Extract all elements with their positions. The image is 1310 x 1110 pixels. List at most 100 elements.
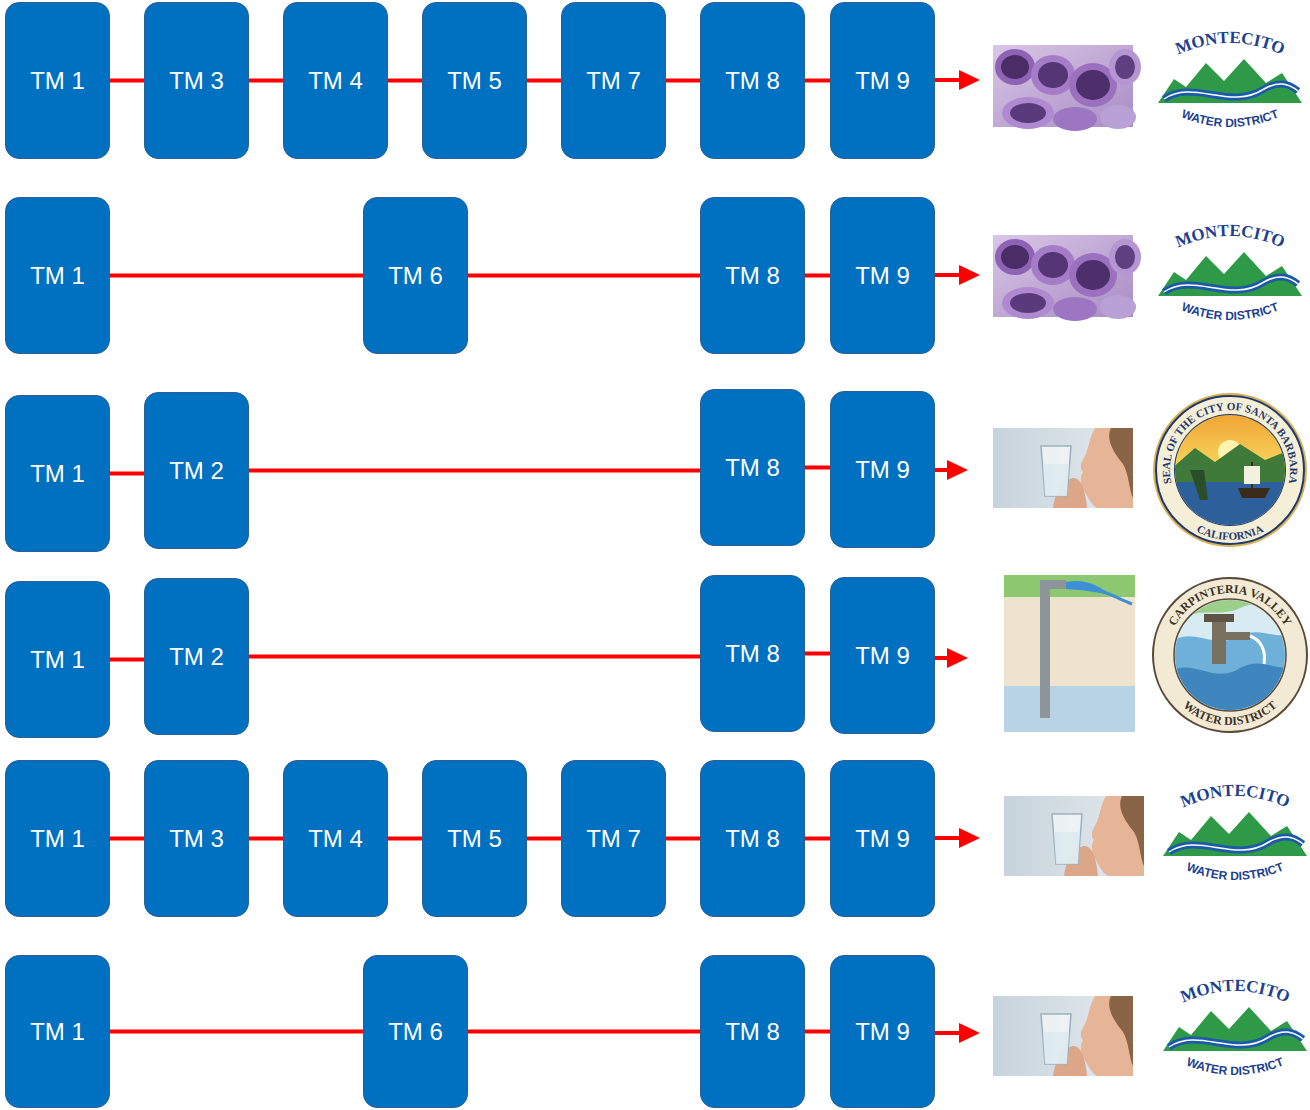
process-box: TM 7	[561, 760, 666, 917]
well-illustration	[1004, 575, 1135, 732]
box-label: TM 1	[30, 262, 85, 290]
pipes-photo	[993, 45, 1141, 131]
process-box: TM 9	[830, 2, 935, 159]
box-label: TM 7	[586, 825, 641, 853]
flow-connector	[388, 79, 422, 83]
flow-connector	[388, 837, 422, 841]
box-label: TM 3	[169, 825, 224, 853]
process-box: TM 7	[561, 2, 666, 159]
logo-text-line: WATER DISTRICT	[1185, 1054, 1286, 1078]
box-label: TM 1	[30, 67, 85, 95]
montecito-logo	[1163, 812, 1307, 856]
logo-text: CALIFORNIA	[1195, 522, 1265, 542]
box-label: TM 5	[447, 825, 502, 853]
logo-text-line: MONTECITO	[1173, 221, 1288, 251]
box-label: TM 8	[725, 454, 780, 482]
process-box: TM 8	[700, 197, 805, 354]
process-box: TM 8	[700, 2, 805, 159]
box-label: TM 8	[725, 825, 780, 853]
logo-text: WATER DISTRICT	[1185, 859, 1286, 883]
process-box: TM 1	[5, 581, 110, 738]
logo-text-line: WATER DISTRICT	[1185, 859, 1286, 883]
montecito-logo	[1158, 59, 1302, 103]
logo-text-line: WATER DISTRICT	[1180, 299, 1281, 323]
santa-barbara-seal	[1153, 393, 1307, 547]
logo-text: WATER DISTRICT	[1181, 698, 1280, 728]
flow-connector	[805, 79, 830, 83]
logo-text-line: WATER DISTRICT	[1180, 106, 1281, 130]
box-label: TM 3	[169, 67, 224, 95]
flow-connector	[110, 1030, 363, 1034]
drinking-photo	[1004, 796, 1144, 876]
flow-connector	[805, 1030, 830, 1034]
logo-text: MONTECITO	[1173, 28, 1288, 58]
process-box: TM 8	[700, 575, 805, 732]
process-box: TM 5	[422, 760, 527, 917]
logo-text: MONTECITO	[1178, 976, 1293, 1006]
logo-text: SEAL OF THE CITY OF SANTA BARBARA	[1160, 400, 1300, 485]
process-box: TM 8	[700, 760, 805, 917]
flow-connector	[249, 837, 283, 841]
logo-text-line: CARPINTERIA VALLEY	[1165, 582, 1294, 628]
output-arrow	[935, 70, 980, 1043]
process-box: TM 1	[5, 197, 110, 354]
flow-connector	[110, 79, 144, 83]
process-box: TM 9	[830, 955, 935, 1108]
box-label: TM 8	[725, 262, 780, 290]
box-label: TM 1	[30, 825, 85, 853]
flow-connector	[110, 658, 144, 662]
logo-text-line: MONTECITO	[1178, 781, 1293, 811]
box-label: TM 1	[30, 1018, 85, 1046]
flow-connector	[666, 837, 700, 841]
flow-connector	[110, 472, 144, 476]
logo-text: MONTECITO	[1173, 221, 1288, 251]
box-label: TM 5	[447, 67, 502, 95]
flow-connector	[527, 837, 561, 841]
montecito-logo	[1163, 1007, 1307, 1051]
box-label: TM 2	[169, 457, 224, 485]
box-label: TM 8	[725, 67, 780, 95]
box-label: TM 8	[725, 640, 780, 668]
carpinteria-seal	[1153, 578, 1307, 732]
logo-text: WATER DISTRICT	[1185, 1054, 1286, 1078]
box-label: TM 2	[169, 643, 224, 671]
flow-connector	[527, 79, 561, 83]
box-label: TM 7	[586, 67, 641, 95]
box-label: TM 6	[388, 1018, 443, 1046]
logo-text-line: MONTECITO	[1178, 976, 1293, 1006]
logo-text-line: SEAL OF THE CITY OF SANTA BARBARA	[1160, 400, 1300, 485]
box-label: TM 1	[30, 646, 85, 674]
logo-text-line: WATER DISTRICT	[1181, 698, 1280, 728]
process-box: TM 4	[283, 2, 388, 159]
box-label: TM 4	[308, 825, 363, 853]
box-label: TM 1	[30, 460, 85, 488]
process-box: TM 9	[830, 760, 935, 917]
process-box: TM 9	[830, 577, 935, 734]
flow-connector	[110, 837, 144, 841]
drinking-photo	[993, 428, 1133, 508]
box-label: TM 9	[855, 1018, 910, 1046]
process-box: TM 6	[363, 197, 468, 354]
pipes-photo	[993, 235, 1141, 321]
flow-connector	[249, 469, 700, 473]
process-box: TM 2	[144, 392, 249, 549]
process-box: TM 1	[5, 2, 110, 159]
box-label: TM 9	[855, 642, 910, 670]
flow-connector	[805, 274, 830, 278]
flow-connector	[468, 1030, 700, 1034]
flow-connector	[110, 274, 363, 278]
flow-connector	[249, 655, 700, 659]
process-box: TM 6	[363, 955, 468, 1108]
box-label: TM 9	[855, 456, 910, 484]
process-box: TM 5	[422, 2, 527, 159]
box-label: TM 6	[388, 262, 443, 290]
logo-text: WATER DISTRICT	[1180, 299, 1281, 323]
montecito-logo	[1158, 252, 1302, 296]
drinking-photo	[993, 996, 1133, 1076]
flow-connector	[805, 837, 830, 841]
box-label: TM 4	[308, 67, 363, 95]
